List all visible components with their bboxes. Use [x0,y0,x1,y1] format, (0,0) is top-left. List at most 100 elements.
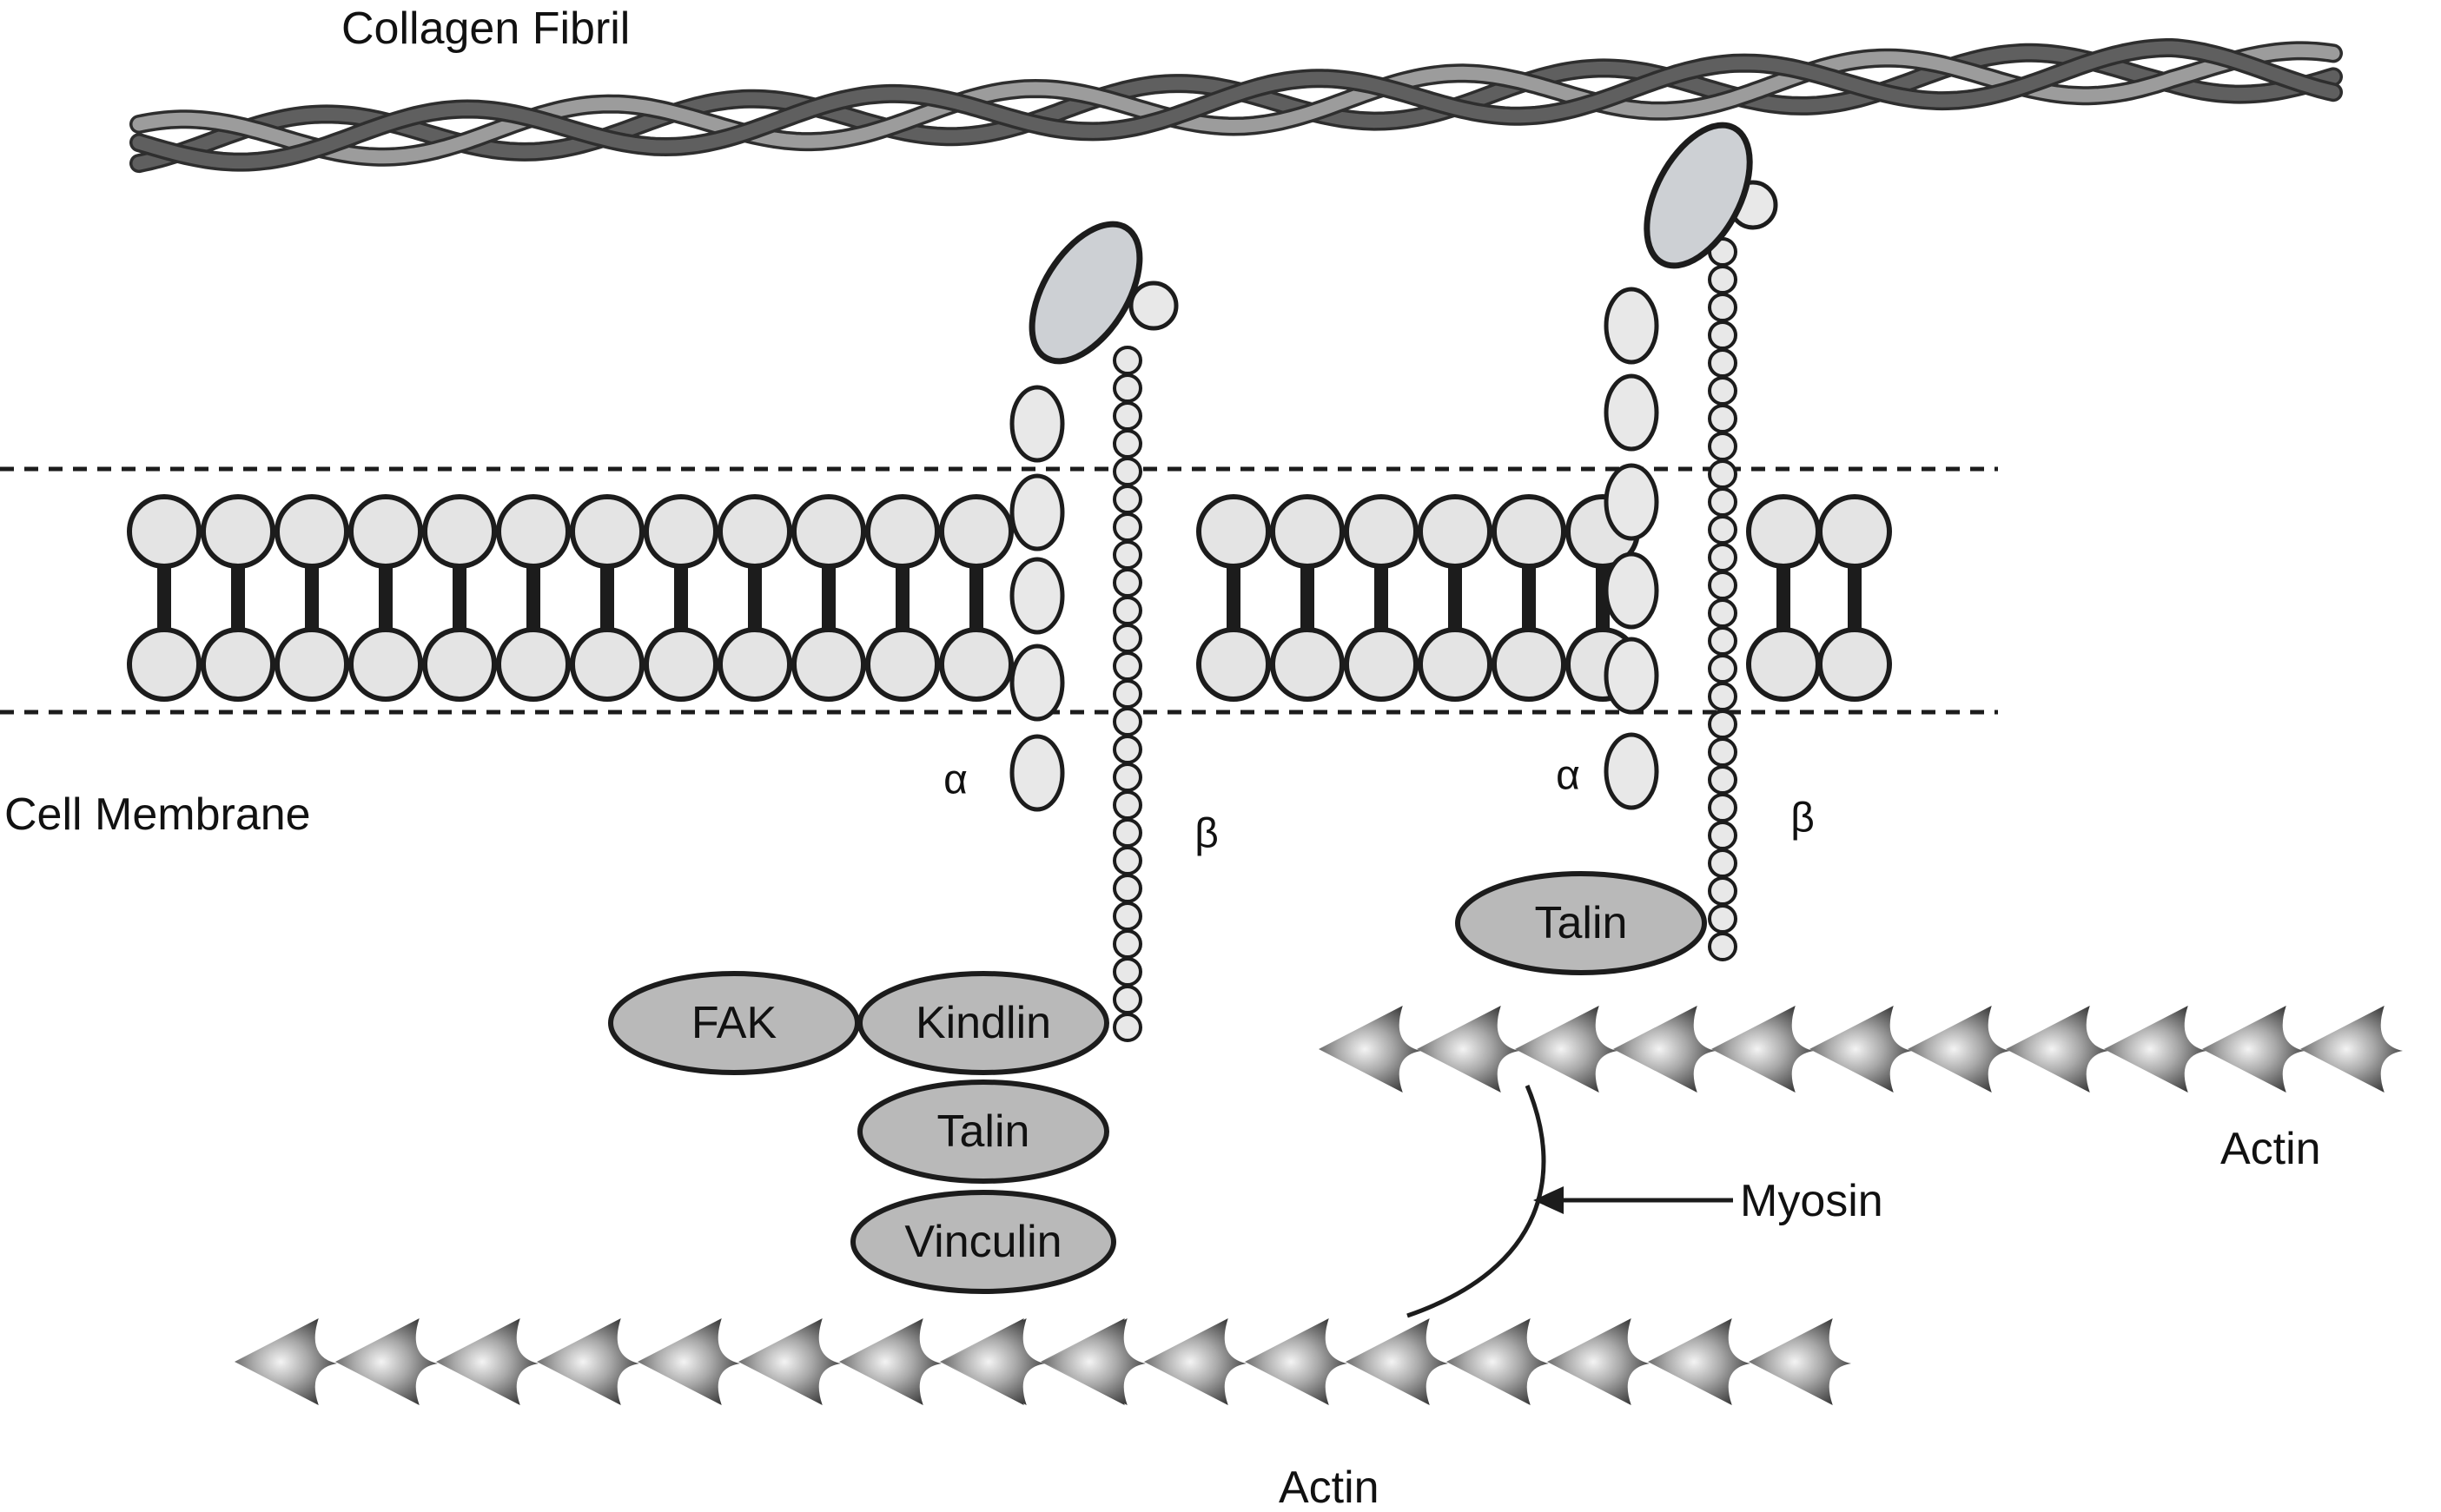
lipid-head [644,627,718,702]
alpha-subunit-domain [1009,644,1065,722]
actin-monomer [2202,1006,2305,1093]
fak-protein: FAK [608,971,860,1075]
actin-monomer [1319,1006,1421,1093]
lipid-head [1817,627,1892,702]
beta-subunit-bead [1113,707,1142,736]
alpha-subunit-domain [1604,287,1659,365]
actin-filament-right [1319,1006,2403,1093]
beta-subunit-bead [1113,818,1142,848]
beta-subunit-bead [1708,682,1737,711]
actin-monomer [1908,1006,2010,1093]
myosin-label: Myosin [1740,1176,1883,1226]
lipid-head [865,627,940,702]
lipid-head [1344,627,1419,702]
beta-subunit-bead [1113,568,1142,598]
actin-monomer [2006,1006,2108,1093]
fak-label: FAK [691,998,777,1048]
lipid-head [1418,627,1492,702]
collagen-fibril [129,38,2343,174]
actin-right-label: Actin [2220,1124,2321,1174]
talin-right-label: Talin [1535,898,1628,948]
talin-left-label: Talin [937,1106,1030,1157]
integrin-right [1604,122,1778,961]
membrane-label: Cell Membrane [4,789,311,840]
beta-subunit-bead [1708,432,1737,461]
alpha-subunit-domain [1604,637,1659,715]
actin-monomer [839,1318,942,1405]
beta-subunit-bead [1113,790,1142,820]
actin-monomer [1648,1318,1750,1405]
lipid-head [201,627,275,702]
alpha-head-domain [1029,221,1143,365]
lipid-head [127,627,202,702]
actin-monomer [1144,1318,1247,1405]
beta-subunit-bead [1113,901,1142,931]
beta-subunit-bead [1708,320,1737,350]
beta-subunit-bead [1708,626,1737,656]
lipid-head [1746,494,1821,569]
integrin-right-alpha-label: α [1556,753,1580,799]
beta-subunit-bead [1708,821,1737,850]
alpha-subunit-domain [1604,373,1659,452]
actin-monomer [335,1318,438,1405]
lipid-head [570,627,645,702]
myosin-fiber [1406,1085,1546,1318]
beta-subunit-bead [1708,293,1737,322]
vinculin-label: Vinculin [904,1217,1062,1267]
actin-monomer [1417,1006,1519,1093]
actin-monomer [943,1318,1045,1405]
beta-subunit-bead [1708,598,1737,628]
lipid-head [1270,627,1345,702]
lipid-head [1746,627,1821,702]
lipid-head [496,494,571,569]
lipid-head [422,627,497,702]
integrin-left-alpha-label: α [943,757,968,803]
integrin-right-beta-label: β [1790,796,1815,842]
lipid-head [1270,494,1345,569]
lipid-head [1492,494,1566,569]
beta-subunit-bead [1708,571,1737,600]
beta-subunit-bead [1708,654,1737,683]
actin-monomer [2104,1006,2206,1093]
lipid-head [570,494,645,569]
beta-subunit-bead [1113,373,1142,403]
beta-subunit-bead [1708,404,1737,433]
lipid-head [939,627,1014,702]
lipid-head [1344,494,1419,569]
myosin-arrow-head [1533,1186,1564,1214]
beta-subunit-bead [1113,512,1142,542]
beta-subunit-bead [1708,487,1737,517]
actin-monomer [537,1318,639,1405]
alpha-subunit-domain [1009,734,1065,812]
lipid-head [1196,494,1271,569]
lipid-head [718,627,792,702]
actin-monomer [1711,1006,1814,1093]
beta-subunit-bead [1708,376,1737,406]
beta-head-bead [1128,281,1179,331]
kindlin-protein: Kindlin [857,971,1109,1075]
integrin-left-beta-label: β [1194,811,1219,857]
actin-monomer [2300,1006,2403,1093]
actin-monomer [436,1318,539,1405]
actin-monomer [638,1318,740,1405]
beta-subunit-bead [1113,596,1142,625]
alpha-subunit-domain [1604,732,1659,810]
lipid-head [201,494,275,569]
lipid-bilayer [127,494,1892,702]
beta-subunit-bead [1113,624,1142,653]
alpha-subunit-domain [1604,463,1659,541]
beta-subunit-bead [1113,929,1142,959]
actin-monomer [1613,1006,1716,1093]
lipid-head [422,494,497,569]
beta-subunit-bead [1708,543,1737,572]
vinculin-protein: Vinculin [850,1190,1116,1294]
actin-monomer [1547,1318,1650,1405]
actin-filament-bottom [235,1318,1851,1405]
beta-subunit-bead [1113,1013,1142,1042]
beta-subunit-bead [1113,957,1142,987]
beta-subunit-bead [1708,265,1737,294]
beta-subunit-bead [1708,710,1737,739]
beta-subunit-bead [1113,985,1142,1014]
beta-subunit-bead [1708,848,1737,878]
beta-subunit-bead [1708,793,1737,822]
